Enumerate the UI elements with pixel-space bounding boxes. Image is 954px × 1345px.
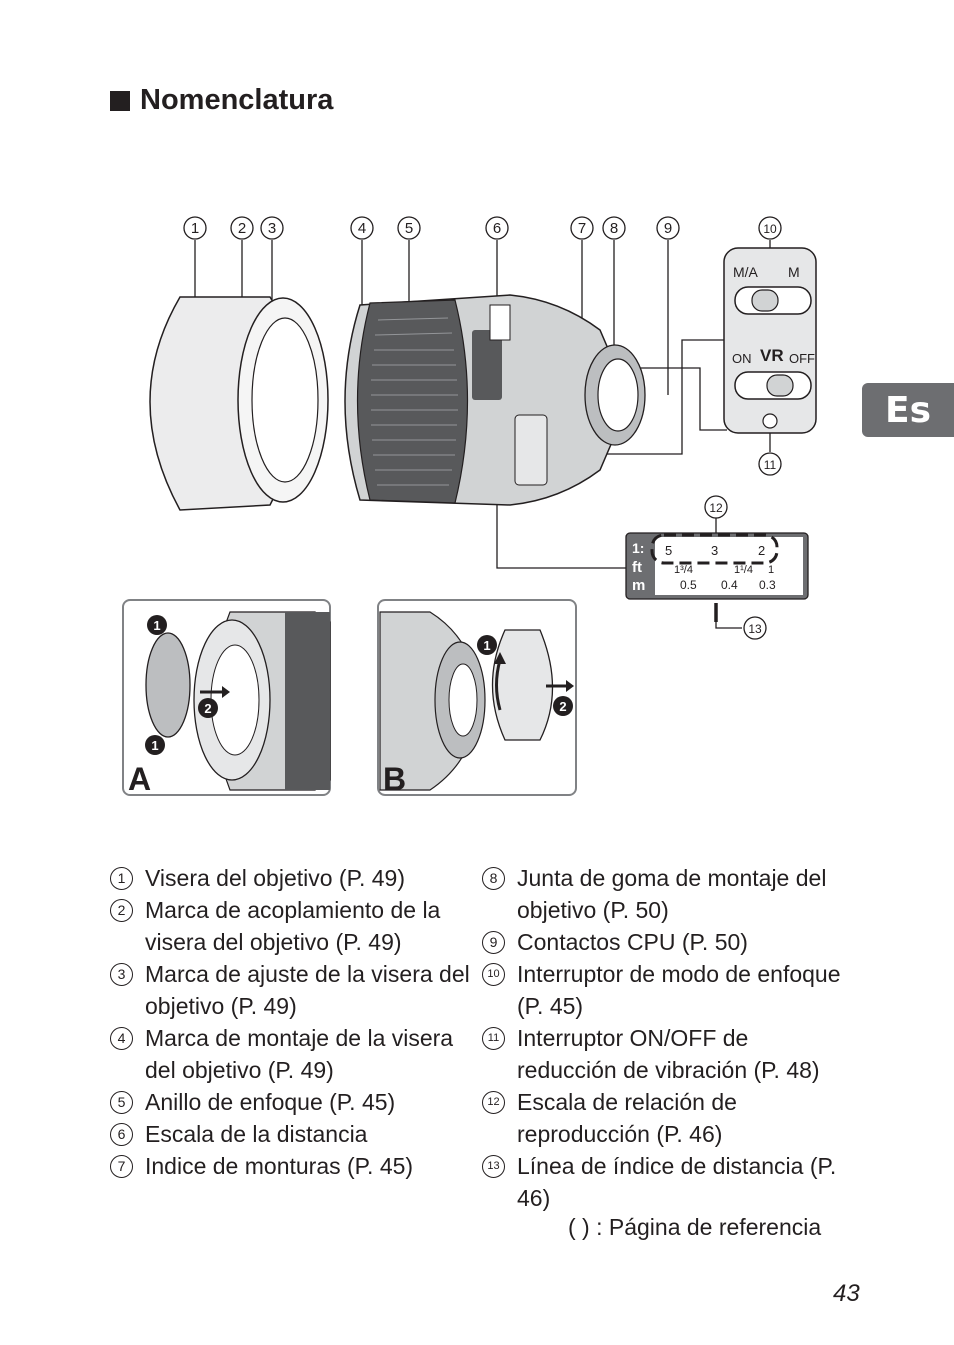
ratio-row-label: 1:	[632, 540, 644, 556]
item-number: 11	[482, 1026, 505, 1050]
item-text: Interruptor de modo de enfoque (P. 45)	[517, 961, 841, 1019]
inset-a: 1 2 1 A	[122, 599, 331, 797]
legend-item: 8 Junta de goma de montaje del objetivo …	[482, 862, 847, 926]
item-number: 6	[110, 1122, 133, 1146]
item-number: 4	[110, 1026, 133, 1050]
callout-number: 8	[610, 220, 618, 237]
vr-label: VR	[760, 346, 784, 365]
m-value: 0.4	[721, 578, 738, 592]
item-text: Indice de monturas (P. 45)	[145, 1153, 414, 1179]
ft-value: 1³/4	[674, 564, 693, 576]
legend-item: 4 Marca de montaje de la visera del obje…	[110, 1022, 475, 1086]
legend-item: 6 Escala de la distancia	[110, 1118, 475, 1150]
item-text: Escala de la distancia	[145, 1121, 368, 1147]
item-text: Marca de montaje de la visera del objeti…	[145, 1025, 454, 1083]
legend-item: 3 Marca de ajuste de la visera del objet…	[110, 958, 475, 1022]
callout-number: 7	[578, 220, 586, 237]
callout-number: 3	[268, 220, 276, 237]
item-text: Junta de goma de montaje del objetivo (P…	[517, 865, 827, 923]
legend-left: 1 Visera del objetivo (P. 49) 2 Marca de…	[110, 862, 475, 1182]
legend-item: 13 Línea de índice de distancia (P. 46)	[482, 1150, 847, 1214]
callout-number: 6	[493, 220, 501, 237]
page-title: Nomenclatura	[110, 84, 333, 117]
m-value: 0.5	[680, 578, 697, 592]
callout-number: 12	[709, 501, 723, 515]
switch-panel: M/A M VR ON OFF	[723, 247, 817, 434]
callout-number: 11	[764, 458, 777, 472]
item-text: Visera del objetivo (P. 49)	[145, 865, 405, 891]
m-value: 0.3	[759, 578, 776, 592]
item-text: Marca de ajuste de la visera del objetiv…	[145, 961, 470, 1019]
step-number: 2	[559, 699, 566, 714]
language-tab: Es	[862, 383, 954, 437]
item-text: Contactos CPU (P. 50)	[517, 929, 748, 955]
step-number: 1	[153, 618, 160, 633]
item-text: Anillo de enfoque (P. 45)	[145, 1089, 396, 1115]
legend-item: 9 Contactos CPU (P. 50)	[482, 926, 847, 958]
callout-number: 5	[405, 220, 413, 237]
ratio-value: 5	[665, 543, 672, 558]
legend-item: 2 Marca de acoplamiento de la visera del…	[110, 894, 475, 958]
callouts: 1 2 3 4 5 6 7 8 9 10 11 12 13	[183, 216, 782, 640]
ft-value: 1¹/4	[734, 564, 753, 576]
item-number: 1	[110, 866, 133, 890]
vr-off-label: OFF	[789, 351, 815, 366]
distance-scale-panel: 1: ft m 5 3 2 1³/4 1¹/4 1 0.5 0.4 0.3	[625, 532, 809, 629]
callout-number: 4	[358, 220, 366, 237]
square-bullet-icon	[110, 90, 130, 111]
af-mode-label: M/A	[733, 264, 759, 280]
item-number: 13	[482, 1154, 505, 1178]
step-number: 1	[483, 638, 490, 653]
item-text: Interruptor ON/OFF de reducción de vibra…	[517, 1025, 820, 1083]
legend-item: 1 Visera del objetivo (P. 49)	[110, 862, 475, 894]
item-number: 5	[110, 1090, 133, 1114]
legend-item: 10 Interruptor de modo de enfoque (P. 45…	[482, 958, 847, 1022]
item-number: 9	[482, 930, 505, 954]
step-number: 2	[204, 701, 211, 716]
legend-item: 11 Interruptor ON/OFF de reducción de vi…	[482, 1022, 847, 1086]
lens-body	[344, 294, 646, 506]
heading-text: Nomenclatura	[140, 84, 334, 116]
legend-item: 12 Escala de relación de reproducción (P…	[482, 1086, 847, 1150]
ft-value: 1	[768, 564, 774, 576]
legend-right: 8 Junta de goma de montaje del objetivo …	[482, 862, 847, 1214]
inset-label: A	[128, 761, 151, 797]
item-number: 2	[110, 898, 133, 922]
mf-mode-label: M	[788, 264, 800, 280]
lens-diagram: M/A M VR ON OFF 1: ft m 5 3 2 1³/4 1¹/4 …	[122, 216, 817, 797]
item-text: Marca de acoplamiento de la visera del o…	[145, 897, 441, 955]
vr-on-label: ON	[732, 351, 752, 366]
ratio-value: 2	[758, 543, 765, 558]
callout-number: 13	[748, 622, 762, 636]
reference-note: ( ) : Página de referencia	[568, 1214, 822, 1240]
item-number: 7	[110, 1154, 133, 1178]
m-row-label: m	[632, 577, 645, 594]
inset-label: B	[383, 761, 406, 797]
item-text: Línea de índice de distancia (P. 46)	[517, 1153, 837, 1211]
item-number: 10	[482, 962, 505, 986]
item-number: 12	[482, 1090, 505, 1114]
lens-hood	[149, 296, 329, 511]
callout-number: 1	[191, 220, 199, 237]
legend-item: 5 Anillo de enfoque (P. 45)	[110, 1086, 475, 1118]
step-number: 1	[151, 738, 158, 753]
item-text: Escala de relación de reproducción (P. 4…	[517, 1089, 737, 1147]
callout-number: 9	[664, 220, 672, 237]
legend-item: 7 Indice de monturas (P. 45)	[110, 1150, 475, 1182]
callout-number: 10	[763, 222, 777, 236]
item-number: 3	[110, 962, 133, 986]
inset-b: 1 2 B	[377, 599, 577, 797]
ratio-value: 3	[711, 543, 718, 558]
page-number: 43	[833, 1280, 860, 1307]
ft-row-label: ft	[632, 559, 642, 576]
callout-number: 2	[238, 220, 246, 237]
item-number: 8	[482, 866, 505, 890]
